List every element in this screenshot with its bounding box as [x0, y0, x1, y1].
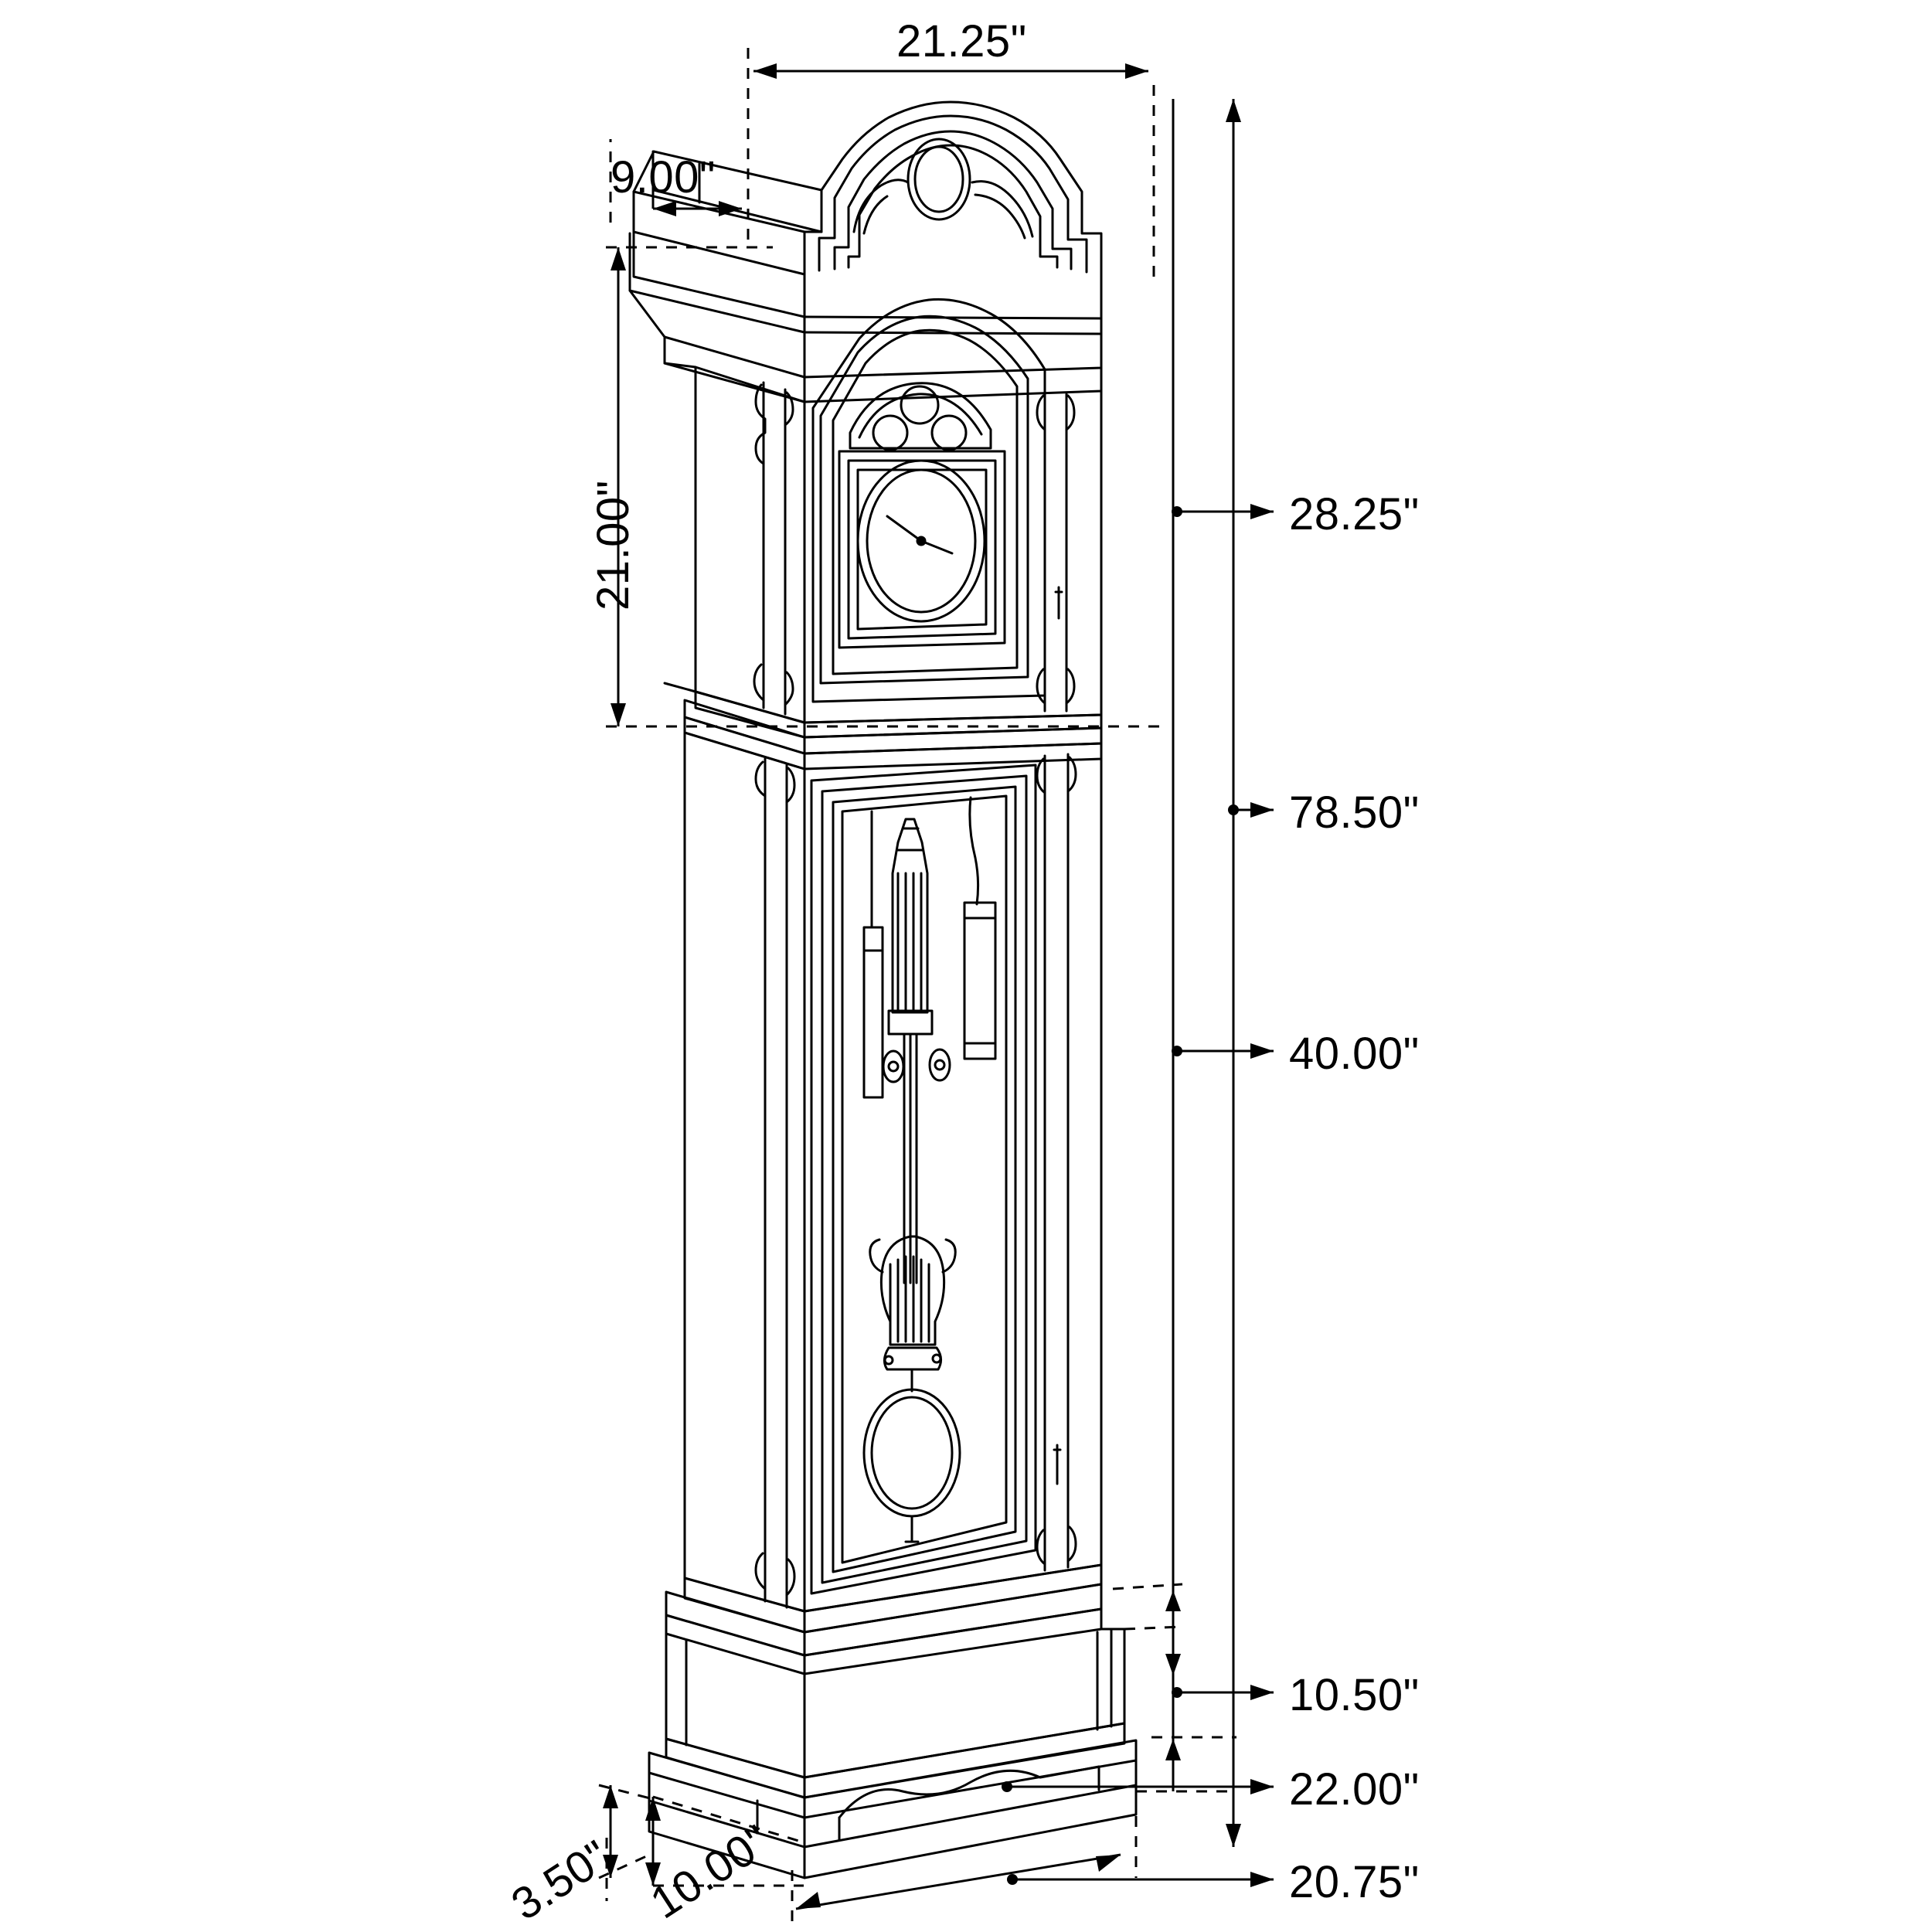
dim-bottom-base — [791, 1816, 1138, 1924]
dim-base-ticks — [1112, 1583, 1183, 1675]
leader-10-50 — [1172, 1685, 1274, 1700]
dim-label-dial-center-height: 28.25" — [1289, 489, 1420, 539]
leader-28-25 — [1172, 504, 1274, 519]
dim-label-bonnet-height: 21.00" — [588, 480, 638, 611]
leader-40-00 — [1172, 1043, 1274, 1059]
dim-label-bonnet-depth: 9.00" — [611, 152, 716, 202]
dim-label-top-width: 21.25" — [896, 16, 1027, 66]
dim-label-base-lower-height: 22.00" — [1289, 1764, 1420, 1815]
clock-upper-case — [663, 298, 1103, 724]
dim-foot-depth — [598, 1784, 654, 1901]
dim-label-base-upper-height: 10.50" — [1289, 1670, 1420, 1720]
dim-label-upper-body-height: 78.50" — [1289, 787, 1420, 838]
waist-molding-shelf — [683, 690, 1103, 770]
leader-20-75 — [1007, 1872, 1274, 1887]
clock-movement-weights-pendulum — [862, 796, 997, 1543]
clock-base — [648, 1563, 1138, 1879]
dim-base-depth — [645, 1795, 804, 1887]
leader-78-50 — [1228, 802, 1274, 818]
clock-bonnet-crown — [628, 100, 1103, 403]
dim-label-pendulum-height: 40.00" — [1289, 1029, 1420, 1079]
dim-label-base-width: 20.75" — [1289, 1857, 1420, 1907]
dim-top-width — [747, 48, 1155, 278]
leader-22-00 — [1002, 1736, 1274, 1794]
